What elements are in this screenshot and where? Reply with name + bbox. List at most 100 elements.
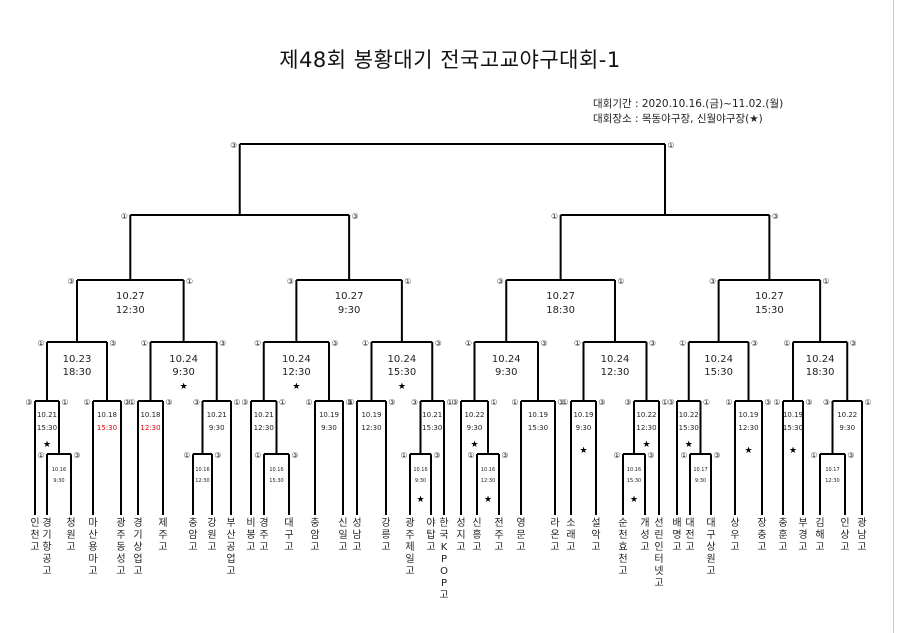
seed-marker: ①	[186, 277, 193, 286]
match-date: 10.16	[195, 467, 209, 473]
seed-marker: ①	[467, 451, 474, 460]
seed-marker: ①	[661, 398, 668, 407]
seed-marker: ③	[847, 451, 854, 460]
seed-marker: ①	[810, 451, 817, 460]
seed-marker: ③	[557, 398, 564, 407]
match-time: 9:30	[467, 424, 483, 432]
match-date: 10.16	[627, 467, 641, 473]
venue-star: ★	[642, 440, 650, 450]
match-date: 10.17	[825, 467, 839, 473]
seed-marker: ①	[83, 398, 90, 407]
seed-marker: ①	[823, 277, 830, 286]
match-date: 10.24	[806, 354, 835, 365]
match-time: 12:30	[116, 305, 145, 316]
match-date: 10.19	[528, 411, 548, 419]
venue-star: ★	[398, 382, 406, 392]
seed-marker: ③	[109, 339, 116, 348]
page-border	[893, 0, 894, 633]
seed-marker: ③	[73, 451, 80, 460]
seed-marker: ③	[624, 398, 631, 407]
seed-marker: ③	[451, 398, 458, 407]
match-time: 15:30	[37, 424, 57, 432]
match-date: 10.22	[679, 411, 699, 419]
seed-marker: ③	[230, 141, 237, 150]
match-date: 10.27	[546, 291, 575, 302]
match-time: 9:30	[338, 305, 360, 316]
seed-marker: ①	[141, 339, 148, 348]
seed-marker: ①	[725, 398, 732, 407]
match-date: 10.27	[116, 291, 145, 302]
seed-marker: ③	[123, 398, 130, 407]
seed-marker: ①	[465, 339, 472, 348]
match-date: 10.19	[319, 411, 339, 419]
seed-marker: ③	[667, 398, 674, 407]
tournament-venue: 대회장소 : 목동야구장, 신월야구장(★)	[593, 113, 763, 125]
match-time: 12:30	[601, 367, 630, 378]
match-time: 18:30	[546, 305, 575, 316]
match-date: 10.24	[601, 354, 630, 365]
seed-marker: ①	[679, 339, 686, 348]
match-date: 10.21	[207, 411, 227, 419]
seed-marker: ①	[37, 451, 44, 460]
venue-star: ★	[579, 446, 587, 456]
seed-marker: ①	[561, 398, 568, 407]
match-time: 9:30	[321, 424, 337, 432]
seed-marker: ③	[850, 339, 857, 348]
match-time: 15:30	[422, 424, 442, 432]
seed-marker: ③	[291, 451, 298, 460]
venue-star: ★	[744, 446, 752, 456]
seed-marker: ①	[574, 339, 581, 348]
venue-star: ★	[630, 495, 638, 505]
page-title: 제48회 봉황대기 전국고교야구대회-1	[279, 48, 621, 72]
match-date: 10.18	[140, 411, 160, 419]
seed-marker: ③	[435, 339, 442, 348]
seed-marker: ③	[411, 398, 418, 407]
venue-star: ★	[470, 440, 478, 450]
seed-marker: ①	[362, 339, 369, 348]
match-time: 15:30	[704, 367, 733, 378]
match-time: 15:30	[528, 424, 548, 432]
seed-marker: ①	[783, 339, 790, 348]
seed-marker: ①	[254, 451, 261, 460]
seed-marker: ①	[667, 141, 674, 150]
seed-marker: ①	[254, 339, 261, 348]
seed-marker: ③	[647, 451, 654, 460]
match-time: 12:30	[481, 478, 495, 484]
match-time: 15:30	[679, 424, 699, 432]
match-time: 9:30	[576, 424, 592, 432]
match-time: 15:30	[627, 478, 641, 484]
seed-marker: ③	[67, 277, 74, 286]
seed-marker: ③	[433, 451, 440, 460]
seed-marker: ③	[25, 398, 32, 407]
match-date: 10.19	[738, 411, 758, 419]
seed-marker: ③	[649, 339, 656, 348]
match-time: 9:30	[415, 478, 426, 484]
seed-marker: ①	[551, 212, 558, 221]
seed-marker: ③	[165, 398, 172, 407]
seed-marker: ③	[287, 277, 294, 286]
seed-marker: ③	[331, 339, 338, 348]
match-date: 10.19	[361, 411, 381, 419]
match-date: 10.22	[464, 411, 484, 419]
